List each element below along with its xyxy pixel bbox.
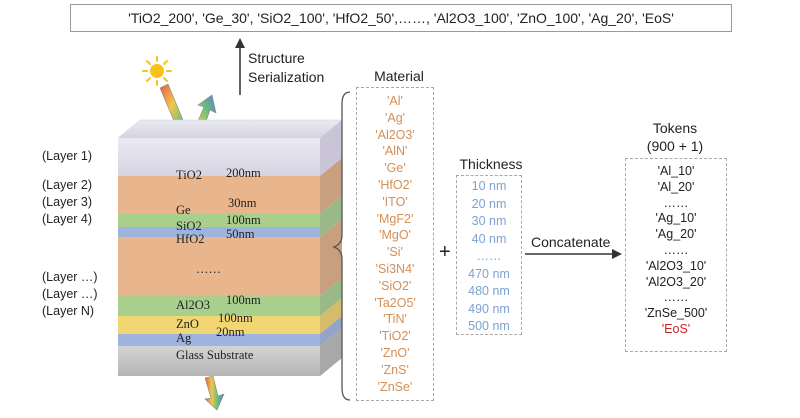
layer-label-2: (Layer 2) (42, 178, 93, 192)
token-item: 'Ag_10' (655, 211, 697, 226)
thickness-list: 10 nm 20 nm 30 nm 40 nm …… 470 nm 480 nm… (457, 176, 521, 336)
token-item: 'ZnSe_500' (644, 306, 708, 321)
layer-tio2-name: TiO2 (176, 168, 202, 182)
token-item: 'Al2O3_10' (645, 258, 707, 273)
material-item: 'MgF2' (376, 211, 414, 226)
plus-sign: + (439, 241, 451, 263)
layer-zno-name: ZnO (176, 317, 199, 331)
token-item: …… (663, 290, 689, 305)
layer-al2o3-name: Al2O3 (176, 298, 211, 312)
layer-ellipsis: …… (196, 262, 221, 276)
tokens-header-count: (900 + 1) (646, 138, 704, 154)
thickness-item: 20 nm (471, 196, 507, 211)
tokens-list-box: 'Al_10' 'Al_20' …… 'Ag_10' 'Ag_20' …… 'A… (625, 158, 727, 352)
concatenate-label: Concatenate (531, 234, 611, 250)
material-item: 'Ag' (384, 110, 406, 125)
tokens-list: 'Al_10' 'Al_20' …… 'Ag_10' 'Ag_20' …… 'A… (626, 159, 726, 338)
thickness-item: 30 nm (471, 214, 507, 228)
material-item: 'MgO' (379, 228, 411, 243)
layer-al2o3-thickness: 100nm (226, 293, 261, 307)
thickness-list-box: 10 nm 20 nm 30 nm 40 nm …… 470 nm 480 nm… (456, 175, 522, 335)
material-item: 'ZnSe' (377, 379, 413, 394)
layer-hfo2-name: HfO2 (176, 232, 205, 246)
layer-ge-thickness: 30nm (228, 196, 257, 210)
thickness-item: …… (476, 249, 502, 263)
layer-label-n: (Layer N) (42, 304, 95, 318)
thickness-item: 480 nm (468, 284, 510, 298)
multilayer-stack (117, 119, 343, 376)
token-item: 'Al_20' (657, 179, 695, 194)
layer-label-1: (Layer 1) (42, 149, 93, 163)
serialization-arrow (235, 38, 245, 95)
token-item: 'Al_10' (657, 164, 695, 178)
material-item: 'TiO2' (379, 329, 411, 344)
thickness-item: 470 nm (468, 266, 510, 281)
material-item: 'ZnS' (381, 362, 409, 377)
thickness-header: Thickness (459, 156, 523, 172)
layer-sio2-name: SiO2 (176, 219, 202, 233)
layer-sio2-thickness: 100nm (226, 213, 261, 227)
layer-hfo2-thickness: 50nm (226, 227, 255, 241)
material-item: 'Al' (387, 94, 403, 108)
material-item: 'Si' (387, 245, 403, 260)
layer-label-6: (Layer …) (42, 287, 98, 301)
thickness-item: 490 nm (468, 301, 510, 316)
material-item: 'HfO2' (378, 177, 412, 192)
material-item: 'ITO' (382, 194, 408, 209)
serialization-label: Structure Serialization (248, 49, 324, 87)
token-item: 'Al2O3_20' (645, 274, 707, 289)
tokens-header-title: Tokens (652, 120, 698, 136)
tokens-header: Tokens (900 + 1) (620, 119, 730, 155)
layer-label-4: (Layer 4) (42, 212, 93, 226)
material-item: 'Al2O3' (375, 127, 415, 142)
layer-glass-substrate: Glass Substrate (176, 348, 254, 362)
layer-ag-name: Ag (176, 331, 192, 345)
thickness-item: 40 nm (471, 231, 507, 246)
token-item: …… (663, 242, 689, 257)
serialized-sequence-text: 'TiO2_200', 'Ge_30', 'SiO2_100', 'HfO2_5… (128, 10, 674, 26)
material-item: 'ZnO' (380, 345, 410, 360)
layer-zno-thickness: 100nm (218, 311, 253, 325)
material-list: 'Al' 'Ag' 'Al2O3' 'AlN' 'Ge' 'HfO2' 'ITO… (357, 88, 433, 395)
material-list-box: 'Al' 'Ag' 'Al2O3' 'AlN' 'Ge' 'HfO2' 'ITO… (356, 87, 434, 401)
layer-tio2-thickness: 200nm (226, 166, 261, 180)
material-item: 'Si3N4' (375, 261, 415, 276)
serialization-label-line2: Serialization (248, 69, 325, 85)
concatenate-arrow (525, 249, 622, 259)
material-item: 'SiO2' (378, 278, 412, 293)
material-item: 'Ta2O5' (374, 295, 416, 310)
serialized-sequence-box: 'TiO2_200', 'Ge_30', 'SiO2_100', 'HfO2_5… (70, 4, 732, 32)
transmitted-light-arrow (204, 375, 225, 411)
layer-label-5: (Layer …) (42, 270, 98, 284)
token-item: 'Ag_20' (655, 227, 697, 242)
material-item: 'AlN' (382, 144, 408, 159)
token-item-eos: 'EoS' (661, 321, 691, 336)
material-item: 'TiN' (383, 312, 407, 327)
material-header: Material (374, 68, 424, 84)
material-item: 'Ge' (384, 161, 406, 176)
layer-ge-name: Ge (176, 203, 191, 217)
sun-icon (142, 56, 172, 86)
layer-ag-thickness: 20nm (216, 325, 245, 339)
material-brace (332, 91, 351, 401)
thickness-item: 500 nm (468, 319, 510, 333)
serialization-label-line1: Structure (248, 50, 305, 66)
thickness-item: 10 nm (471, 179, 507, 193)
layer-label-3: (Layer 3) (42, 195, 93, 209)
token-item: …… (663, 195, 689, 210)
